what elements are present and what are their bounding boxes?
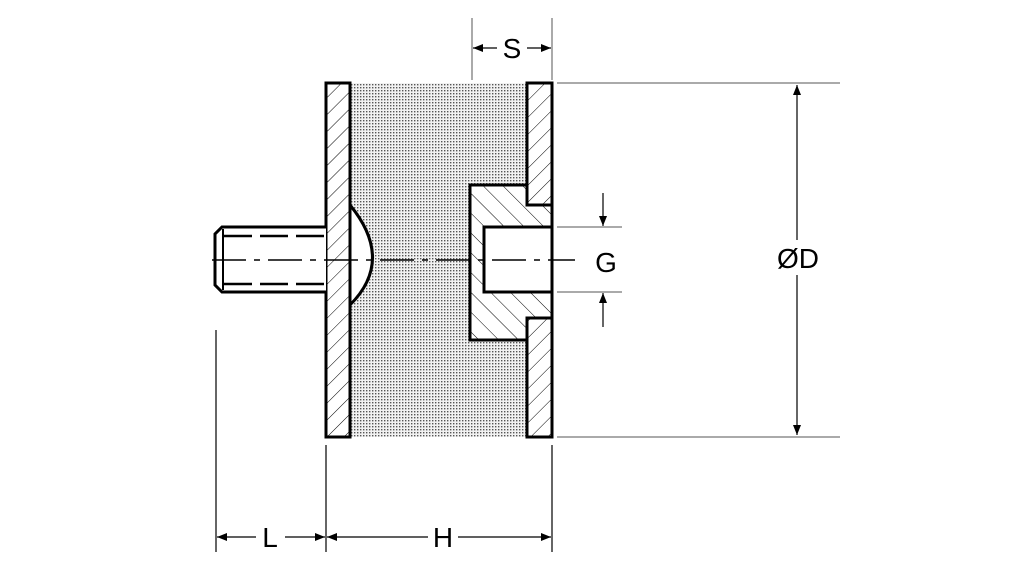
dimension-d: ØD xyxy=(557,82,840,438)
label-s: S xyxy=(503,33,522,64)
dimension-s: S xyxy=(471,18,553,80)
label-d: ØD xyxy=(777,243,819,274)
dimension-l-h: L H xyxy=(215,330,553,553)
label-g: G xyxy=(595,247,617,278)
label-l: L xyxy=(262,522,278,553)
dimension-g: G xyxy=(557,193,622,327)
label-h: H xyxy=(433,522,453,553)
stud-dome xyxy=(348,200,374,309)
